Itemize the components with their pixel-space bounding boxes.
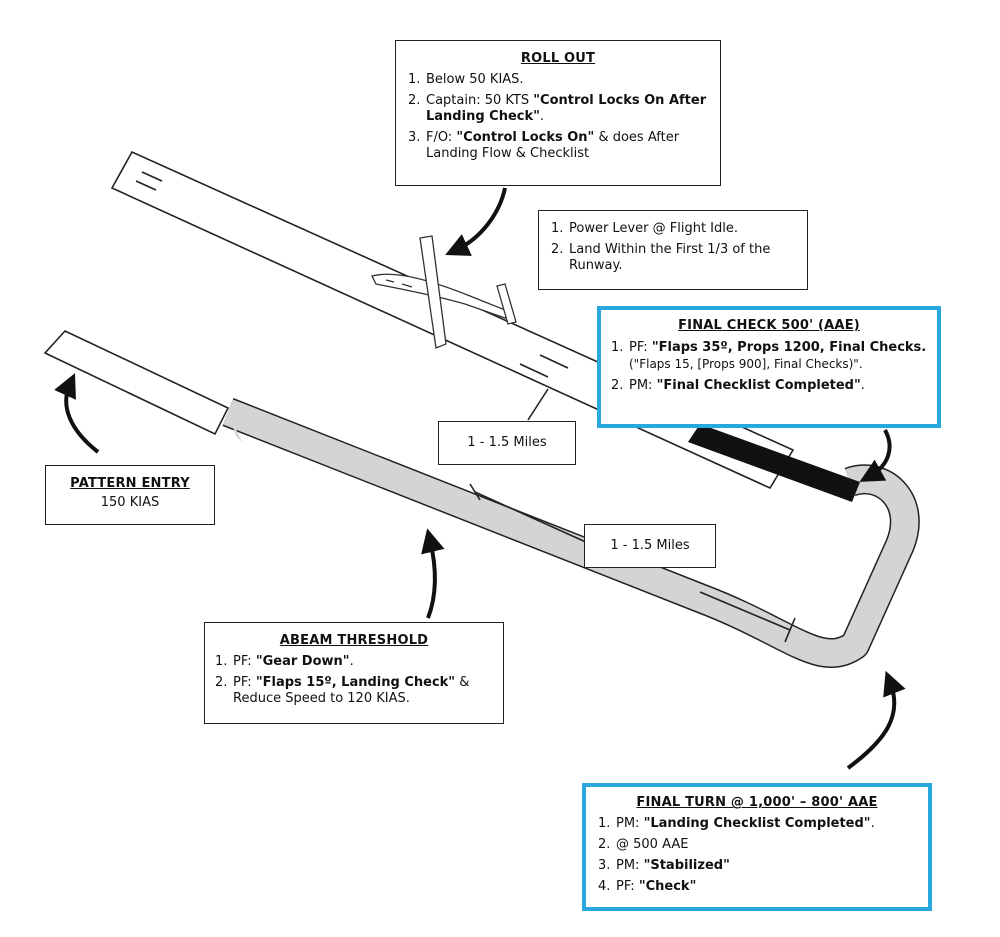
runway-marking (539, 354, 569, 369)
distance-label-downwind: 1 - 1.5 Miles (584, 524, 716, 568)
final-turn-item-4: 4.PF: "Check" (598, 879, 697, 894)
final-check-item-2: 2.PM: "Final Checklist Completed". (611, 378, 865, 393)
abeam-threshold-box: ABEAM THRESHOLD 1.PF: "Gear Down". 2.PF:… (204, 622, 504, 724)
abeam-item-2: 2.PF: "Flaps 15º, Landing Check" & Reduc… (215, 675, 470, 706)
roll-out-item-2: 2.Captain: 50 KTS "Control Locks On Afte… (408, 93, 707, 124)
final-turn-item-1: 1.PM: "Landing Checklist Completed". (598, 816, 875, 831)
runway-marking (519, 363, 549, 378)
final-turn-arrow (846, 670, 906, 770)
landing-note-box: 1.Power Lever @ Flight Idle. 2.Land With… (538, 210, 808, 290)
roll-out-title: ROLL OUT (520, 51, 596, 66)
abeam-threshold-arrow (421, 528, 445, 619)
roll-out-item-1: 1.Below 50 KIAS. (408, 72, 524, 87)
pattern-entry-speed: 150 KIAS (100, 495, 160, 510)
final-check-item-1: 1.PF: "Flaps 35º, Props 1200, Final Chec… (611, 340, 927, 371)
final-check-arrow (859, 429, 892, 482)
distance-upwind-text: 1 - 1.5 Miles (467, 435, 547, 450)
runway-marking (135, 180, 157, 191)
pattern-entry-arrow (54, 373, 100, 454)
landing-note-item-1: 1.Power Lever @ Flight Idle. (551, 221, 738, 236)
final-turn-item-3: 3.PM: "Stabilized" (598, 858, 730, 873)
abeam-item-1: 1.PF: "Gear Down". (215, 654, 354, 669)
pattern-entry-title: PATTERN ENTRY (70, 476, 190, 491)
roll-out-item-3: 3.F/O: "Control Locks On" & does After L… (408, 130, 680, 161)
airplane-icon (371, 235, 517, 349)
distance-label-upwind: 1 - 1.5 Miles (438, 421, 576, 465)
roll-out-box: ROLL OUT 1.Below 50 KIAS. 2.Captain: 50 … (395, 40, 721, 186)
final-turn-box: FINAL TURN @ 1,000' – 800' AAE 1.PM: "La… (582, 783, 932, 911)
final-turn-title: FINAL TURN @ 1,000' – 800' AAE (636, 795, 878, 810)
roll-out-arrow (445, 187, 507, 256)
distance-indicator-upwind (469, 388, 589, 544)
abeam-threshold-title: ABEAM THRESHOLD (279, 633, 429, 648)
final-check-title: FINAL CHECK 500' (AAE) (678, 318, 860, 333)
final-turn-item-2: 2.@ 500 AAE (598, 837, 689, 852)
landing-note-item-2: 2.Land Within the First 1/3 of the Runwa… (551, 242, 771, 273)
final-check-box: FINAL CHECK 500' (AAE) 1.PF: "Flaps 35º,… (597, 306, 941, 428)
pattern-entry-box: PATTERN ENTRY 150 KIAS (45, 465, 215, 525)
distance-downwind-text: 1 - 1.5 Miles (610, 538, 690, 553)
pattern-downwind-start (228, 412, 242, 442)
runway-marking (141, 171, 163, 182)
pattern-entry-segment (43, 330, 230, 436)
final-approach-segment (688, 424, 860, 502)
distance-indicator-downwind (699, 591, 796, 643)
